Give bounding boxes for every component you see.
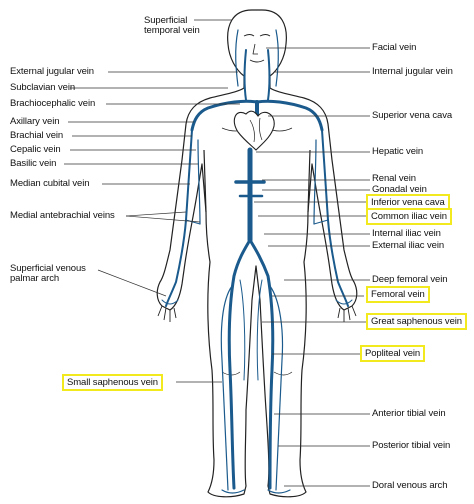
label-medial-antebrachial-veins: Medial antebrachial veins (10, 210, 115, 221)
label-posterior-tibial-vein: Posterior tibial vein (372, 440, 450, 451)
label-brachial-vein: Brachial vein (10, 130, 63, 141)
label-small-saphenous-vein: Small saphenous vein (62, 374, 163, 391)
label-common-iliac-vein: Common iliac vein (366, 208, 452, 225)
label-femoral-vein: Femoral vein (366, 286, 430, 303)
label-brachiocephalic-vein: Brachiocephalic vein (10, 98, 95, 109)
label-median-cubital-vein: Median cubital vein (10, 178, 89, 189)
label-renal-vein: Renal vein (372, 173, 416, 184)
label-popliteal-vein: Popliteal vein (360, 345, 425, 362)
label-external-jugular-vein: External jugular vein (10, 66, 94, 77)
label-internal-iliac-vein: Internal iliac vein (372, 228, 441, 239)
label-axillary-vein: Axillary vein (10, 116, 59, 127)
label-cephalic-vein: Cepalic vein (10, 144, 61, 155)
label-superficial-temporal-vein: Superficial temporal vein (144, 16, 200, 36)
veins (162, 30, 352, 493)
label-superior-vena-cava: Superior vena cava (372, 110, 452, 121)
label-facial-vein: Facial vein (372, 42, 416, 53)
label-superficial-venous-palmar-arch: Superficial venous palmar arch (10, 264, 86, 284)
leader-lines (64, 20, 370, 486)
label-external-iliac-vein: External iliac vein (372, 240, 444, 251)
label-deep-femoral-vein: Deep femoral vein (372, 274, 447, 285)
heart (234, 111, 274, 150)
label-internal-jugular-vein: Internal jugular vein (372, 66, 453, 77)
label-dorsal-venous-arch: Doral venous arch (372, 480, 447, 491)
label-subclavian-vein: Subclavian vein (10, 82, 75, 93)
label-hepatic-vein: Hepatic vein (372, 146, 423, 157)
label-anterior-tibial-vein: Anterior tibial vein (372, 408, 446, 419)
label-basilic-vein: Basilic vein (10, 158, 56, 169)
label-great-saphenous-vein: Great saphenous vein (366, 313, 467, 330)
